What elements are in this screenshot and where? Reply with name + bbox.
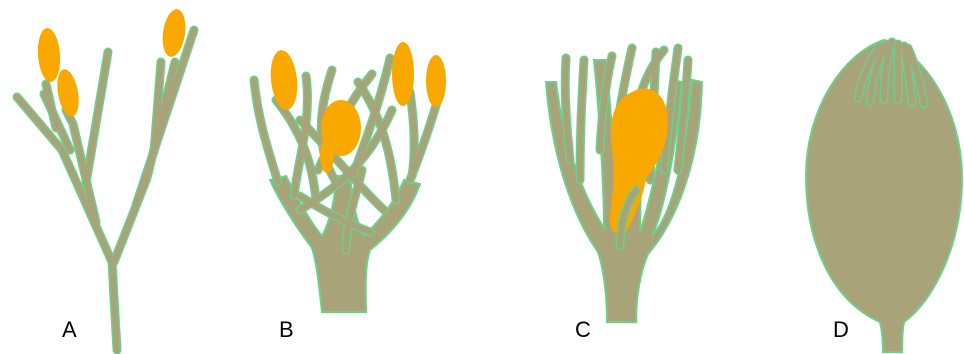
panel-d-fused-sac: [806, 40, 962, 352]
anther: [392, 42, 414, 106]
panel-label-c: C: [575, 319, 591, 341]
panel-label-d: D: [833, 319, 849, 341]
panel-c-fused-tube: [546, 48, 702, 322]
panel-label-a: A: [62, 319, 77, 341]
anther: [36, 27, 62, 82]
panel-b-partially-fused-stalks: [254, 42, 446, 312]
panel-label-b: B: [279, 319, 294, 341]
anther: [320, 137, 334, 173]
panel-a-branching-stalks: [17, 8, 194, 350]
anther: [54, 68, 82, 119]
anther: [426, 55, 446, 107]
